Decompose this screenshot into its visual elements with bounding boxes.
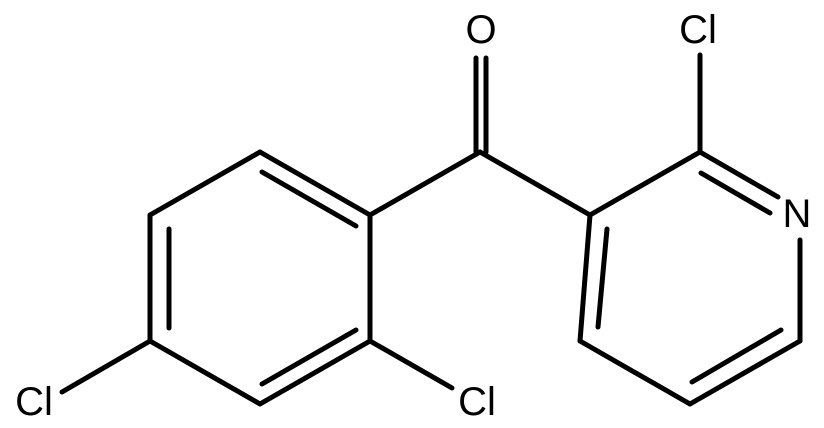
bond-phenyl-inner-3 [259, 327, 359, 387]
bond-phenyl-4 [147, 338, 263, 407]
bond-ortho-chlorine [367, 338, 455, 391]
bond-pyridine-4 [687, 338, 803, 407]
bond-phenyl-1 [257, 149, 373, 218]
chlorine-ortho-label: Cl [458, 380, 496, 424]
bond-pyridine-inner-1 [698, 170, 773, 216]
bond-carbonyl-to-dichlorophenyl [367, 149, 483, 218]
bond-pyridine-5 [577, 338, 693, 407]
bond-pyridine-6 [577, 212, 593, 344]
bonds [59, 52, 803, 407]
bond-carbonyl-to-pyridine [477, 149, 593, 218]
nitrogen-label: N [783, 192, 812, 236]
bond-para-chlorine [59, 338, 153, 395]
bond-phenyl-2 [147, 149, 263, 218]
chlorine-para-label: Cl [15, 380, 53, 424]
oxygen-label: O [465, 8, 496, 52]
bond-phenyl-5 [257, 338, 373, 407]
bond-pyridine-inner-2 [689, 327, 784, 385]
atom-labels: O Cl N Cl Cl [15, 8, 811, 424]
bond-pyridine-2 [697, 149, 781, 200]
chlorine-pyridine-label: Cl [679, 8, 717, 52]
bond-phenyl-inner-1 [259, 169, 359, 229]
bond-pyridine-1 [587, 149, 703, 218]
bond-pyridine-inner-3 [595, 226, 610, 330]
